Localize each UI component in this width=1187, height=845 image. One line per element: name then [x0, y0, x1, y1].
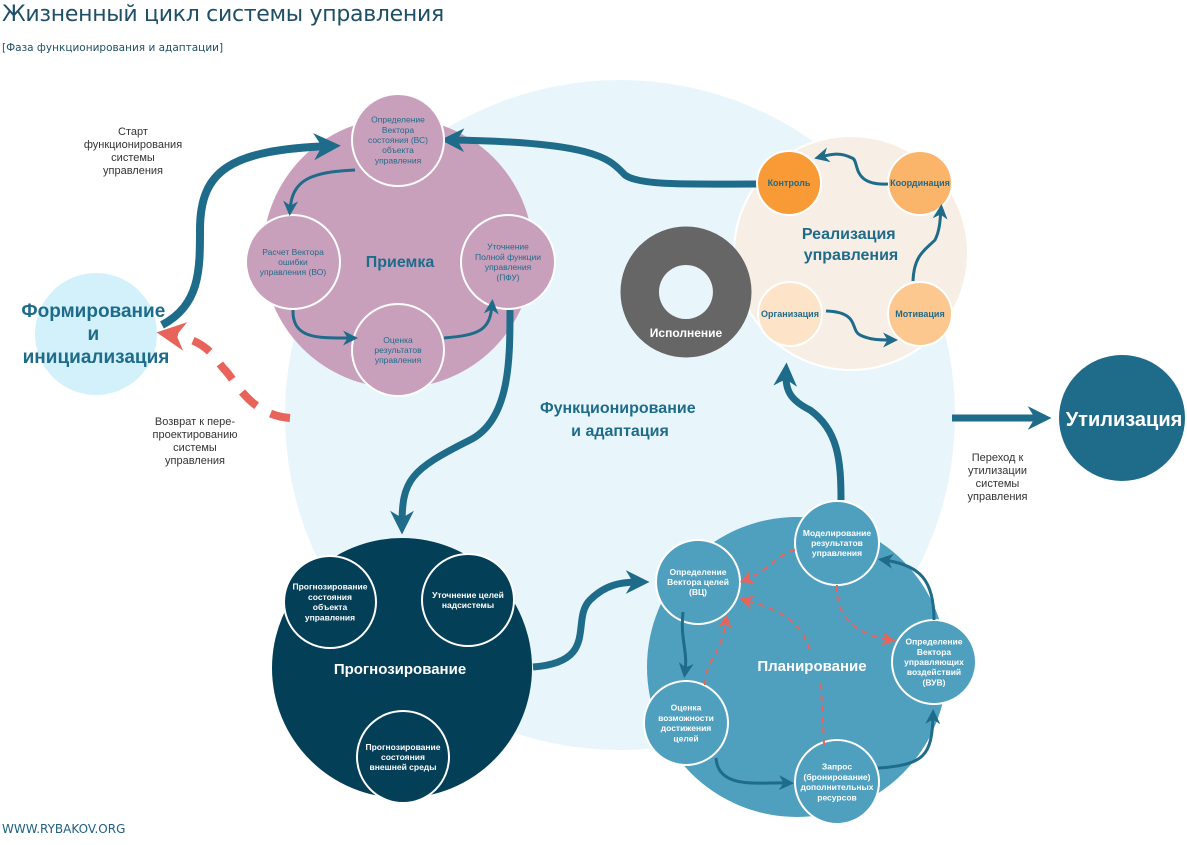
arrow-forecast-to-planning [532, 570, 650, 671]
arrow-feas-to-req [714, 757, 794, 791]
arrow-coord-to-control [814, 147, 889, 186]
arrow-req-to-vuv [877, 709, 941, 770]
execution-ring [621, 227, 752, 357]
feedback-feas-to-vc [704, 614, 732, 686]
node-org-label: Организация [761, 309, 819, 319]
feedback-model-to-vc [739, 549, 796, 584]
priemka-circle[interactable] [263, 118, 533, 388]
arrow-planning-to-realization [773, 362, 845, 501]
page-title: Жизненный цикл системы управления [2, 2, 444, 27]
footer-site: WWW.RYBAKOV.ORG [2, 822, 126, 836]
planning-label: Планирование [757, 658, 866, 675]
formation-circle[interactable] [35, 273, 157, 395]
arrow-return-redesign [156, 322, 291, 422]
node-feas[interactable] [643, 680, 729, 766]
realization-label: Реализация управления [802, 226, 900, 264]
arrow-org-to-motiv [825, 309, 898, 348]
forecast-label: Прогнозирование [334, 661, 466, 678]
utilization-circle[interactable] [1059, 355, 1185, 481]
utilization-label: Утилизация [1066, 409, 1183, 431]
node-org[interactable] [757, 281, 823, 347]
formation-label: Формирование и инициализация [21, 301, 170, 368]
node-control[interactable] [756, 150, 822, 216]
node-ocenka[interactable] [351, 303, 445, 397]
arrow-vuv-to-model [878, 553, 936, 621]
operation-label: Функционирование и адаптация [540, 400, 700, 440]
node-pfu[interactable] [460, 214, 556, 310]
node-control-label: Контроль [768, 178, 811, 188]
arrow-start [160, 133, 341, 329]
node-req[interactable] [794, 739, 880, 825]
arrow-vo-to-ocenka [291, 309, 358, 346]
page-subtitle: [Фаза функционирования и адаптации] [2, 42, 224, 54]
execution-label: Исполнение [650, 326, 723, 340]
node-forecast-env[interactable] [356, 710, 450, 804]
node-coord-label: Координация [890, 178, 950, 188]
arrow-ocenka-to-pfu [443, 299, 499, 340]
arrow-priemka-to-forecast [390, 309, 514, 535]
node-forecast-object[interactable] [283, 555, 377, 649]
node-motiv-label: Мотивация [895, 309, 944, 319]
feedback-req-up [820, 681, 825, 746]
node-coord[interactable] [887, 150, 953, 216]
arrow-control-to-priemka [440, 128, 758, 188]
node-goals[interactable] [421, 553, 515, 647]
node-vs[interactable] [351, 93, 445, 187]
priemka-label: Приемка [366, 254, 435, 271]
node-motiv[interactable] [887, 281, 953, 347]
arrow-vs-to-vo [283, 168, 356, 216]
arrow-motiv-to-coord [911, 204, 948, 282]
arrow-vc-to-feas [678, 611, 694, 678]
